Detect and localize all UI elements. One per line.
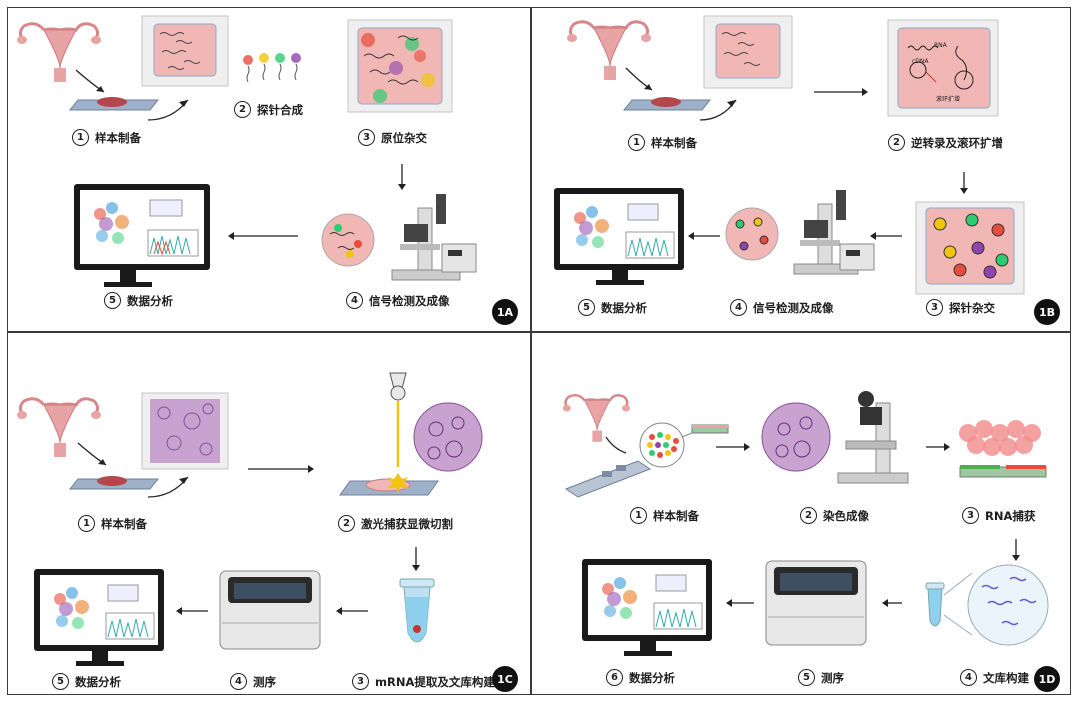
fluorescence-zoom-icon [321, 213, 375, 267]
analysis-monitor-icon [554, 188, 684, 285]
sequencer-icon [219, 570, 321, 650]
library-construction-icon [925, 564, 1049, 646]
panel-d-illustration [562, 391, 1049, 656]
tissue-slide-icon [68, 97, 160, 111]
reverse-transcription-rca-image [887, 19, 999, 117]
panel-badge: 1D [1034, 666, 1060, 692]
he-stained-section-image [141, 392, 229, 470]
panel-a-illustration [17, 15, 477, 287]
tissue-slide-icon [68, 476, 160, 490]
rca-label: 滚环扩增 [936, 96, 961, 103]
panel-c-illustration [17, 372, 483, 666]
stain-imaging-icon [761, 391, 909, 484]
analysis-monitor-icon [74, 184, 210, 287]
uterus-icon [567, 20, 651, 80]
panel-badge: 1C [492, 666, 518, 692]
spatial-slide-icon [564, 422, 729, 498]
analysis-monitor-icon [34, 569, 164, 666]
cdna-label: cDNA [912, 58, 929, 65]
tissue-slide-icon [622, 97, 712, 111]
rna-label: RNA [934, 42, 947, 49]
mrna-tube-icon [399, 578, 435, 643]
uterus-icon [17, 22, 101, 82]
fluorescence-zoom-icon [725, 207, 779, 261]
sequencer-icon [765, 560, 867, 646]
fluorescence-microscope-icon [391, 194, 477, 281]
laser-capture-microdissection-icon [339, 372, 483, 496]
panel-badge: 1A [492, 299, 518, 325]
tissue-section-image [703, 15, 793, 89]
tissue-section-image [141, 15, 229, 87]
panel-badge: 1B [1034, 299, 1060, 325]
panel-b-illustration [554, 15, 1025, 295]
analysis-monitor-icon [582, 559, 712, 656]
uterus-icon [17, 397, 101, 457]
rna-capture-icon [959, 420, 1047, 478]
fluorescence-microscope-icon [793, 190, 875, 275]
probe-hybridization-image [915, 201, 1025, 295]
hybridization-image [347, 19, 453, 113]
uterus-icon [562, 394, 630, 442]
probes-icon [243, 53, 301, 83]
